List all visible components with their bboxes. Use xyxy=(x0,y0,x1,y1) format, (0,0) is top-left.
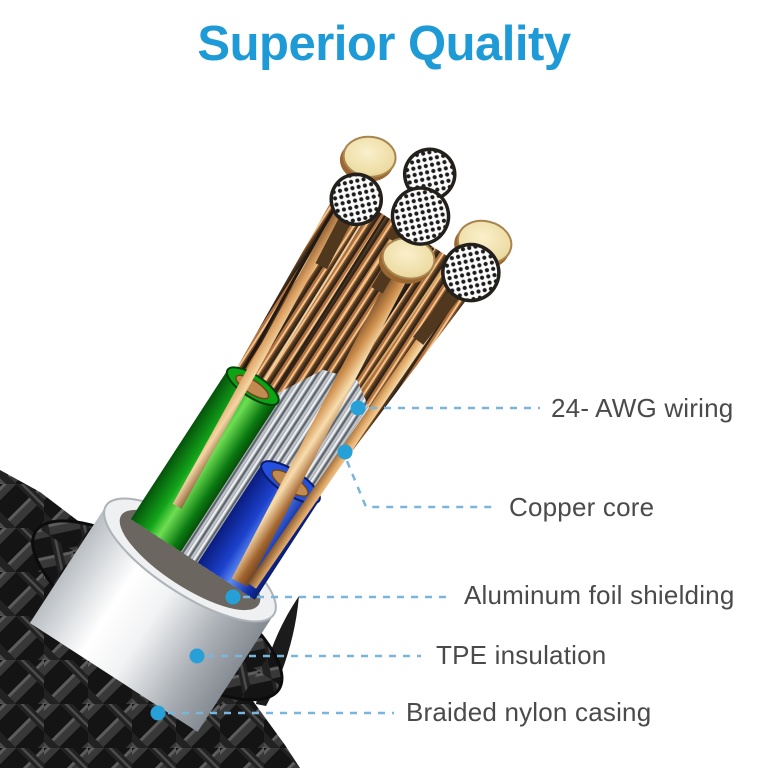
tpe-interior xyxy=(119,509,261,611)
callout-label-awg-wiring: 24- AWG wiring xyxy=(551,392,734,423)
callout-label-braided-nylon-casing: Braided nylon casing xyxy=(406,696,652,727)
callout-label-tpe-insulation: TPE insulation xyxy=(436,639,607,670)
callout-label-copper-core: Copper core xyxy=(509,491,655,522)
page-title: Superior Quality xyxy=(197,17,571,71)
copper-core-rod-large xyxy=(231,257,415,587)
copper-core-rod-left xyxy=(172,159,372,509)
stranded-wire-tip xyxy=(329,147,501,303)
callout-label-aluminum-foil-shielding: Aluminum foil shielding xyxy=(464,579,735,610)
tpe-insulation-body xyxy=(29,505,274,732)
